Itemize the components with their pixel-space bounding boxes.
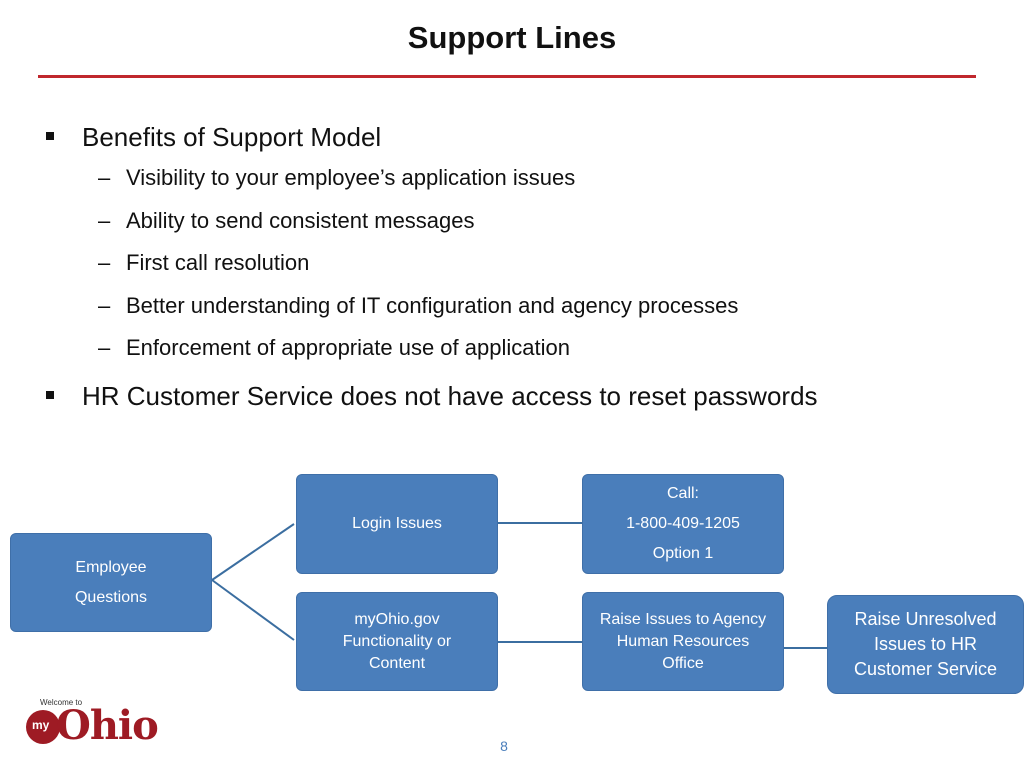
node-myohio-functionality: myOhio.gov Functionality or Content [296,592,498,691]
bullet-level2: – Enforcement of appropriate use of appl… [44,334,1004,362]
bullet-level2: – Better understanding of IT configurati… [44,292,1004,320]
node-text: Content [368,654,426,672]
bullet-level1: Benefits of Support Model [44,118,1004,156]
logo-circle-icon [26,710,60,744]
node-text: Customer Service [853,659,998,679]
bullet-text: Ability to send consistent messages [126,207,475,233]
bullet-level1: HR Customer Service does not have access… [44,377,1004,415]
dash-bullet-icon: – [98,250,111,275]
node-text: Issues to HR [873,634,978,654]
sub-bullet-list: – Visibility to your employee’s applicat… [44,164,1004,362]
node-text: Employee [75,558,147,576]
node-text: Functionality or [342,632,452,650]
node-text: Human Resources [616,632,750,650]
logo-wordmark: Ohio [56,702,159,749]
connector-lines [211,522,827,649]
bullet-text: Enforcement of appropriate use of applic… [126,335,570,360]
node-text: Raise Unresolved [854,609,997,629]
square-bullet-icon [46,132,54,140]
bullet-text: Visibility to your employee’s applicatio… [126,165,576,190]
bullet-text: First call resolution [126,250,310,275]
node-text: Raise Issues to Agency [599,610,767,628]
bullet-list: Benefits of Support Model – Visibility t… [44,118,1004,423]
node-text: myOhio.gov [354,610,440,628]
bullet-text: Benefits of Support Model [82,122,382,152]
node-text: Questions [74,588,148,606]
node-hr-customer-service: Raise Unresolved Issues to HR Customer S… [827,595,1024,694]
bullet-text: HR Customer Service does not have access… [82,380,818,411]
node-text: Call: [666,485,699,502]
node-call-number: Call: 1-800-409-1205 Option 1 [582,474,784,574]
logo-tagline: Welcome to [40,698,83,707]
dash-bullet-icon: – [98,207,111,233]
title-divider [38,75,976,78]
dash-bullet-icon: – [98,292,111,318]
node-text: Option 1 [652,545,714,562]
node-login-issues: Login Issues [296,474,498,574]
node-text: Login Issues [352,515,442,532]
bullet-text: Better understanding of IT configuration… [126,292,739,318]
myohio-logo: Welcome to my Ohio [26,698,159,752]
support-flow-diagram: Employee Questions Login Issues Call: 1-… [0,470,1024,700]
node-agency-hr-office: Raise Issues to Agency Human Resources O… [582,592,784,691]
node-text: Office [662,654,704,672]
square-bullet-icon [46,390,54,399]
bullet-level2: – First call resolution [44,249,1004,277]
logo-my: my [32,718,50,732]
bullet-level2: – Visibility to your employee’s applicat… [44,164,1004,192]
connector-employee-myohio [211,579,295,641]
page-number: 8 [500,738,508,754]
slide-title: Support Lines [407,20,617,55]
bullet-level2: – Ability to send consistent messages [44,207,1004,235]
dash-bullet-icon: – [98,335,111,360]
connector-employee-login [211,523,295,581]
node-employee-questions: Employee Questions [10,533,212,632]
dash-bullet-icon: – [98,165,111,190]
node-text: 1-800-409-1205 [626,515,740,532]
